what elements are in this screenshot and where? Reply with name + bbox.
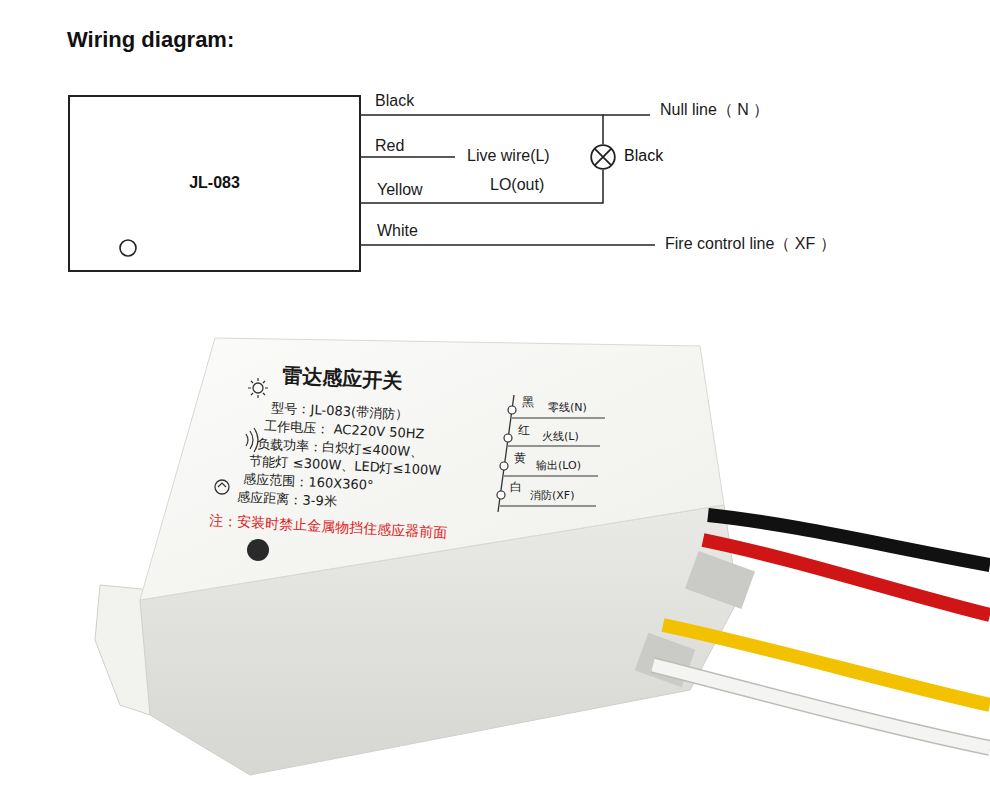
light-icon bbox=[248, 378, 268, 398]
lamp-label: Black bbox=[624, 147, 663, 165]
dial-icon bbox=[215, 480, 229, 494]
terminal-label: Null line（ N ） bbox=[660, 101, 769, 119]
wire-color-char: 红 bbox=[518, 424, 530, 438]
wire-connector bbox=[361, 170, 603, 203]
null-line bbox=[603, 114, 650, 116]
terminal-label: LO(out) bbox=[490, 176, 544, 194]
terminal-circle bbox=[500, 462, 508, 470]
controller-box: JL-083 bbox=[68, 95, 361, 272]
terminal-circle bbox=[508, 406, 516, 414]
diagram-title: Wiring diagram: bbox=[67, 27, 234, 52]
sensor-window bbox=[247, 539, 269, 561]
terminal-label: Live wire(L) bbox=[467, 147, 550, 165]
light-icon bbox=[248, 378, 268, 398]
terminal-label: Fire control line（ XF ） bbox=[665, 235, 836, 253]
lamp-cross bbox=[595, 149, 612, 166]
wire-color-label: Black bbox=[375, 92, 414, 110]
terminal-circle bbox=[497, 491, 505, 499]
white-wire bbox=[653, 665, 990, 748]
lamp-symbol: Black bbox=[590, 144, 616, 170]
wire-slot bbox=[685, 551, 755, 609]
wire-color-char: 黄 bbox=[514, 452, 526, 466]
housing-top bbox=[140, 338, 724, 600]
lamp-outline bbox=[591, 145, 615, 169]
wire-color-char: 白 bbox=[510, 481, 522, 495]
wire-color-label: Red bbox=[375, 137, 404, 155]
terminal-circle bbox=[504, 434, 512, 442]
white-wire-edge bbox=[653, 665, 990, 748]
terminal-label: 零线(N) bbox=[548, 402, 587, 415]
dial-icon bbox=[215, 480, 229, 494]
fire-control-line bbox=[361, 244, 655, 246]
wire-color-label: White bbox=[377, 222, 418, 240]
red-wire bbox=[703, 540, 990, 615]
terminal-label: 火线(L) bbox=[542, 431, 579, 444]
lamp-outline bbox=[590, 144, 616, 170]
terminal-label: 输出(LO) bbox=[536, 460, 581, 473]
wire-color-label: Yellow bbox=[377, 181, 423, 199]
terminal-label: 消防(XF) bbox=[530, 490, 574, 503]
wire-color-char: 黑 bbox=[522, 396, 534, 410]
yellow-wire bbox=[663, 625, 990, 705]
wave-icon bbox=[246, 428, 258, 452]
live-wire-line bbox=[361, 156, 455, 158]
model-label: JL-083 bbox=[189, 174, 240, 192]
dial-icon bbox=[218, 483, 226, 487]
light-icon bbox=[253, 383, 263, 393]
table-line bbox=[500, 418, 605, 506]
indicator-circle bbox=[120, 240, 136, 256]
